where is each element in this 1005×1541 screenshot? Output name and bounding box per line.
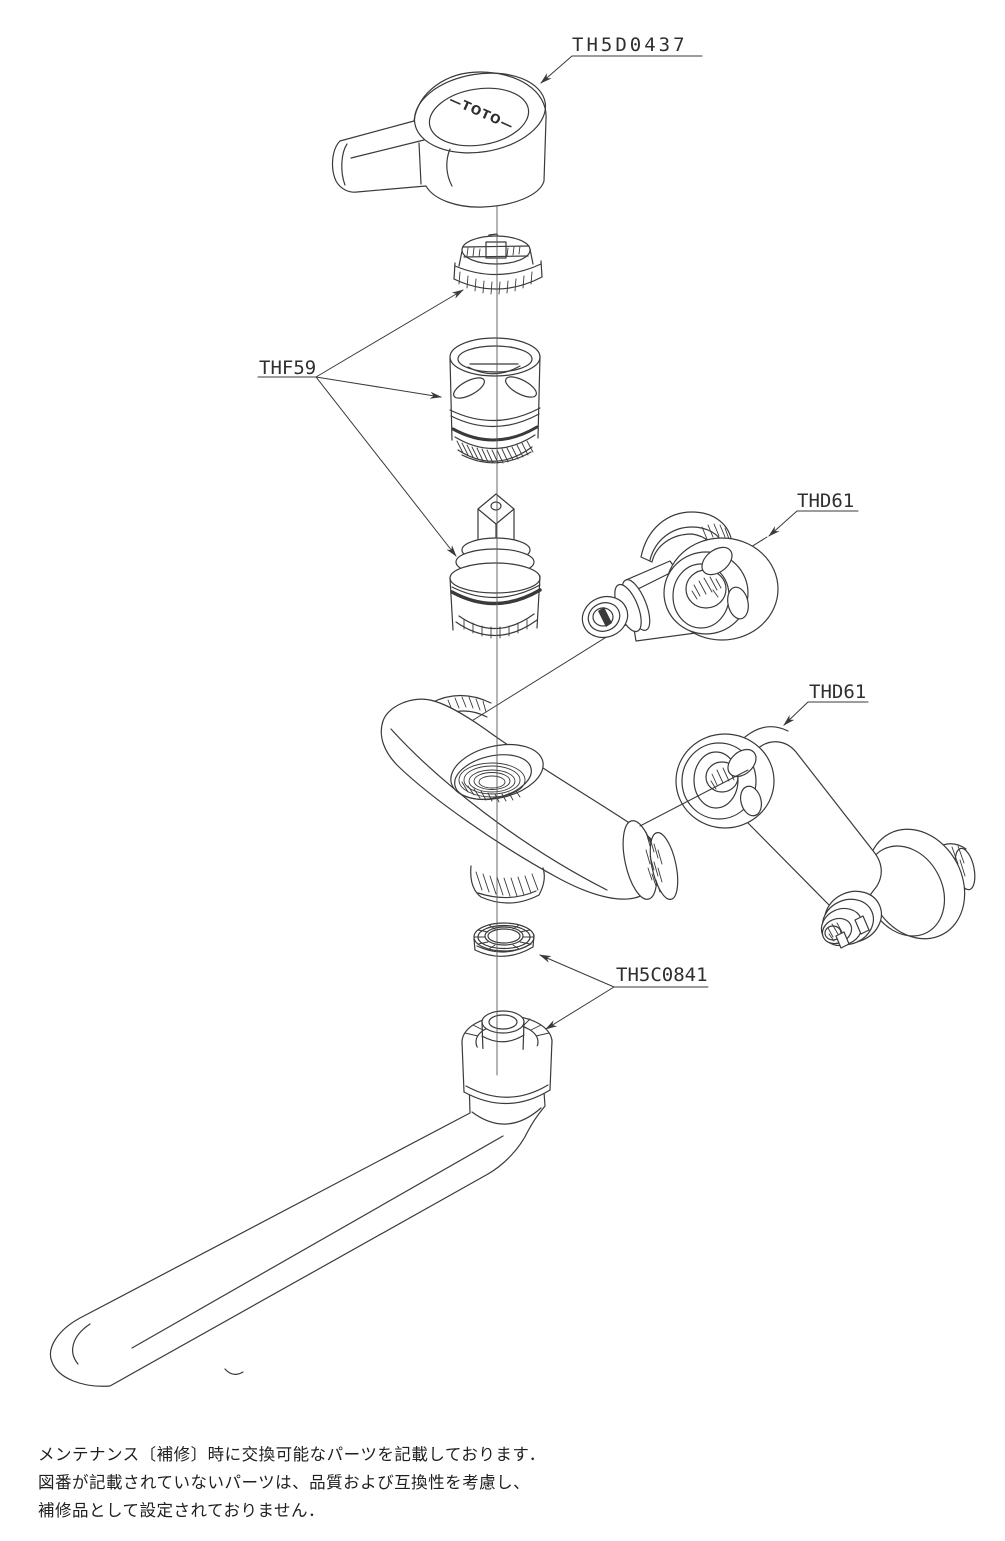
footnote-line-2: 図番が記載されていないパーツは、品質および互換性を考慮し、 [38, 1473, 530, 1492]
callout-label-spout-joint: TH5C0841 [616, 964, 708, 986]
leader-valve-bonnet [315, 376, 442, 399]
part-handle-lever [331, 71, 547, 208]
leader-valve-cartridge [315, 376, 457, 557]
callout-label-crank-upper: THD61 [797, 490, 854, 512]
leader-valve-cap [315, 289, 464, 378]
part-faucet-body [380, 694, 679, 904]
part-crank-upper [581, 511, 779, 642]
footnote-line-1: メンテナンス〔補修〕時に交換可能なパーツを記載しております． [38, 1445, 546, 1464]
part-packing-ring [473, 922, 535, 957]
leader-spout-joint-nut [545, 986, 615, 1030]
footnote-line-3: 補修品として設定されておりません． [38, 1501, 325, 1520]
leader-crank-lower [783, 701, 869, 726]
callout-leaders [257, 55, 869, 1030]
part-spout [49, 1077, 546, 1387]
footnote: メンテナンス〔補修〕時に交換可能なパーツを記載しております． 図番が記載されてい… [38, 1445, 546, 1520]
callout-label-valve-unit: THF59 [259, 357, 316, 379]
part-crank-lower [675, 726, 976, 949]
part-cartridge [449, 493, 542, 641]
part-handle-cap [453, 233, 543, 295]
leader-crank-upper [768, 510, 859, 537]
callout-label-crank-lower: THD61 [809, 681, 866, 703]
leader-handle [540, 55, 703, 84]
callout-label-handle: TH5D0437 [572, 34, 688, 56]
part-spout-nut [461, 1010, 553, 1105]
axis-line-lower-crank [639, 769, 749, 827]
part-bonnet-nut [449, 337, 541, 468]
